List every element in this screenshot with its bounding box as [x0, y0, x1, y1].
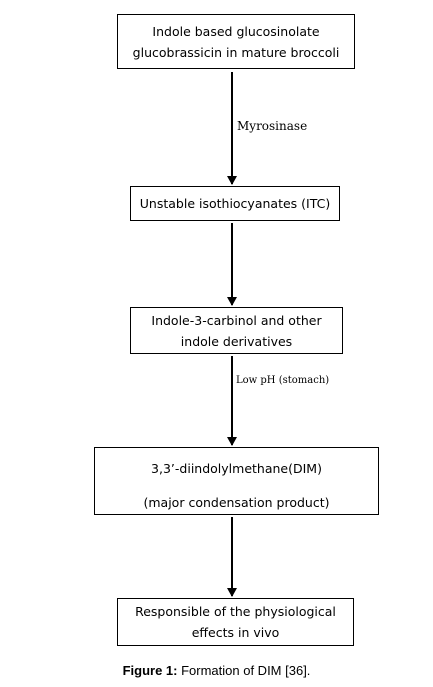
arrow-label-enzyme: Myrosinase	[237, 119, 308, 133]
flow-box-indole-3-carbinol: Indole-3-carbinol and other indole deriv…	[130, 307, 343, 354]
box-text-line: Responsible of the physiological	[135, 604, 336, 619]
flow-box-dim: 3,3’-diindolylmethane(DIM) (major conden…	[94, 447, 379, 515]
flow-arrow	[227, 223, 237, 306]
flow-box-isothiocyanates: Unstable isothiocyanates (ITC)	[130, 186, 340, 221]
box-text-line: effects in vivo	[191, 625, 280, 640]
flow-arrow	[227, 517, 237, 597]
box-text-line: Indole based glucosinolate	[152, 23, 320, 39]
box-text-line: Unstable isothiocyanates (ITC)	[139, 196, 331, 211]
figure-caption-text: Formation of DIM [36].	[177, 663, 311, 678]
arrow-label-condition: Low pH (stomach)	[236, 375, 330, 386]
flow-box-glucobrassicin: Indole based glucosinolate glucobrassici…	[117, 14, 355, 69]
flow-box-physiological-effects: Responsible of the physiological effects…	[117, 598, 354, 646]
box-text-line: 3,3’-diindolylmethane(DIM)	[151, 461, 322, 476]
box-text-line: glucobrassicin in mature broccoli	[132, 44, 340, 60]
flow-arrow	[227, 72, 237, 185]
figure-caption-label: Figure 1:	[122, 663, 178, 678]
box-text-line: Indole-3-carbinol and other	[151, 312, 322, 328]
box-text-line: (major condensation product)	[143, 495, 330, 510]
flow-arrow	[227, 356, 237, 446]
box-text-line: indole derivatives	[180, 333, 293, 349]
figure-caption: Figure 1: Formation of DIM [36].	[0, 663, 433, 678]
